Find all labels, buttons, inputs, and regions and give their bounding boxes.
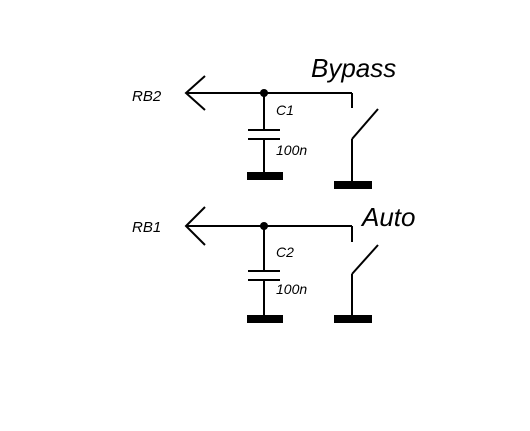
circuit-rb2: RB2 C1 100n Bypass	[132, 53, 396, 189]
ground-c2-icon	[247, 315, 283, 323]
switch-label-auto: Auto	[360, 202, 416, 232]
capacitor-c2-value: 100n	[276, 281, 307, 297]
net-label-rb2: RB2	[132, 88, 162, 105]
ground-c1-icon	[247, 172, 283, 180]
net-label-rb1: RB1	[132, 219, 161, 236]
capacitor-c2-ref: C2	[276, 244, 294, 260]
switch-auto-blade	[352, 245, 378, 274]
circuit-rb1: RB1 C2 100n Auto	[132, 202, 416, 323]
switch-bypass-blade	[352, 109, 378, 139]
capacitor-c1-value: 100n	[276, 142, 307, 158]
switch-label-bypass: Bypass	[311, 53, 396, 83]
ground-bypass-icon	[334, 181, 372, 189]
ground-auto-icon	[334, 315, 372, 323]
capacitor-c1-ref: C1	[276, 102, 294, 118]
